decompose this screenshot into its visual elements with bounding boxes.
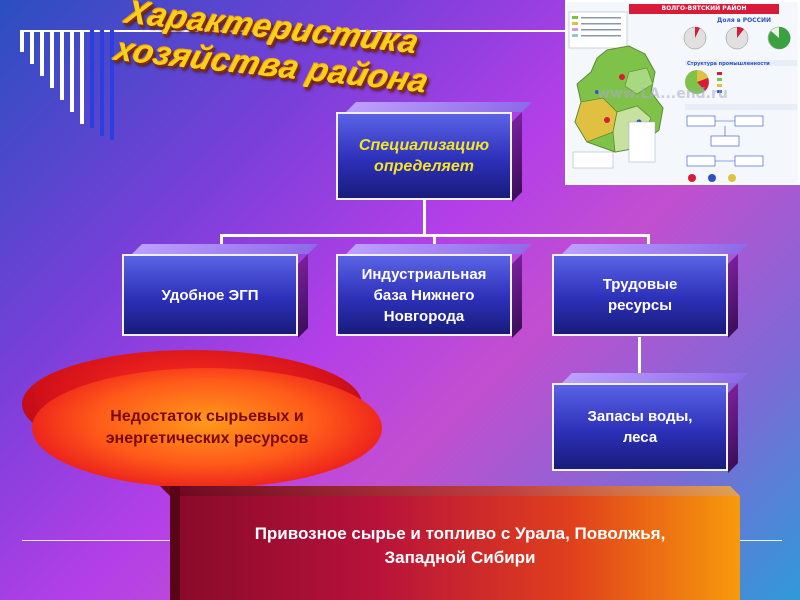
problem-ellipse: Недостаток сырьевых и энергетических рес… <box>22 350 384 500</box>
connector-root-down <box>423 200 426 236</box>
region-map-thumbnail: Доля в РОССИИ Структура промышленности В… <box>565 0 800 185</box>
factor-box-labor: Трудовые ресурсы <box>552 244 748 338</box>
factor-box-industrial-base: Индустриальная база Нижнего Новгорода <box>336 244 532 338</box>
factor-box-egp-label: Удобное ЭГП <box>122 254 298 336</box>
map-header: ВОЛГО-ВЯТСКИЙ РАЙОН <box>629 4 779 14</box>
svg-text:Доля в РОССИИ: Доля в РОССИИ <box>717 17 771 24</box>
factor-box-egp: Удобное ЭГП <box>122 244 318 338</box>
root-box: Специализацию определяет <box>336 102 532 202</box>
region-map-graphic: Доля в РОССИИ Структура промышленности <box>568 11 797 182</box>
connector-right-sub <box>638 337 641 383</box>
slide-title: Характеристика хозяйства района <box>110 0 434 100</box>
sub-factor-box-water-forest: Запасы воды, леса <box>552 373 748 473</box>
factor-box-labor-label: Трудовые ресурсы <box>552 254 728 336</box>
top-rule <box>22 30 800 32</box>
factor-box-industrial-base-label: Индустриальная база Нижнего Новгорода <box>336 254 512 336</box>
decorative-bars <box>20 30 140 140</box>
map-watermark: www.LA...end.ru <box>597 86 728 102</box>
solution-banner-label: Привозное сырье и топливо с Урала, Повол… <box>254 524 666 567</box>
solution-banner: Привозное сырье и топливо с Урала, Повол… <box>160 486 740 600</box>
svg-text:Структура промышленности: Структура промышленности <box>687 61 770 67</box>
sub-factor-box-label: Запасы воды, леса <box>552 383 728 471</box>
root-box-label: Специализацию определяет <box>336 112 512 200</box>
problem-ellipse-label: Недостаток сырьевых и энергетических рес… <box>32 368 382 488</box>
